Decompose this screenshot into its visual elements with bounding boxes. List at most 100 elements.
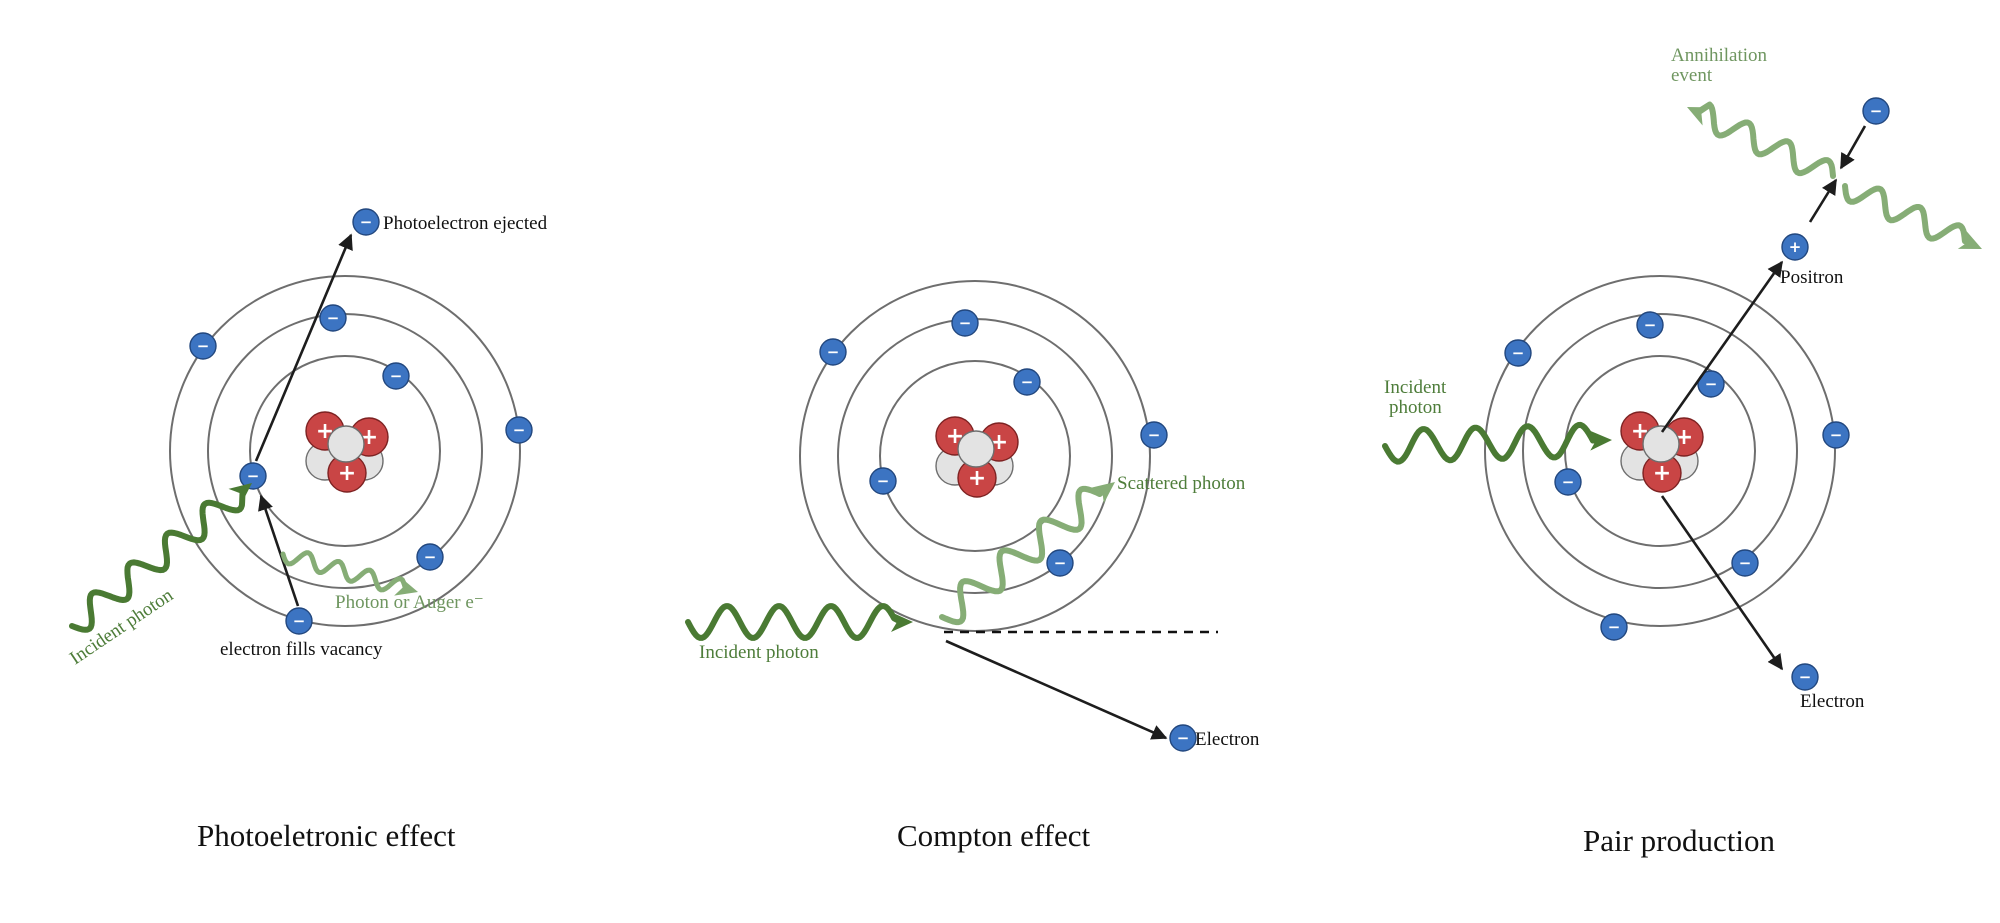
electron: − (239, 462, 267, 490)
nucleus: +++ (305, 411, 389, 493)
svg-text:−: − (1021, 373, 1034, 391)
svg-text:−: − (877, 472, 890, 490)
orbit (1484, 275, 1836, 627)
electron: − (819, 338, 847, 366)
atom: +++−−−−−−− (1484, 275, 1850, 641)
neutron (957, 430, 995, 468)
incident-photon-label-line1: Incident (1384, 377, 1447, 398)
annihilation-label-line1: Annihilation (1671, 45, 1768, 66)
svg-text:−: − (424, 548, 437, 566)
neutron (1642, 425, 1680, 463)
annihilation-photon-right (1842, 183, 1982, 249)
nucleus: +++ (935, 416, 1019, 498)
electron: − (1140, 421, 1168, 449)
orbit (1522, 313, 1798, 589)
svg-text:−: − (1644, 316, 1657, 334)
svg-text:−: − (1512, 344, 1525, 362)
proton: + (957, 458, 997, 498)
orbit (799, 280, 1151, 632)
electron: − (1862, 97, 1890, 125)
svg-text:−: − (293, 612, 306, 630)
svg-text:−: − (1054, 554, 1067, 572)
svg-text:−: − (1705, 375, 1718, 393)
svg-text:−: − (327, 309, 340, 327)
electron: − (1731, 549, 1759, 577)
electron: − (1554, 468, 1582, 496)
emitted-photon (280, 550, 418, 596)
proton: + (1642, 453, 1682, 493)
electron: − (189, 332, 217, 360)
svg-text:−: − (197, 337, 210, 355)
electron: − (1169, 724, 1197, 752)
electron: − (1046, 549, 1074, 577)
svg-text:−: − (390, 367, 403, 385)
electron: − (1791, 663, 1819, 691)
electron-label: Electron (1195, 729, 1260, 750)
electron: − (1636, 311, 1664, 339)
panel-compton: Incident photon Scattered photon Electro… (699, 473, 1260, 853)
caption-photoelectric: Photoeletronic effect (197, 818, 456, 853)
svg-text:−: − (1739, 554, 1752, 572)
annihilation-photon-left (1687, 101, 1836, 179)
incident-photon-label: Incident photon (699, 642, 819, 663)
electron: − (505, 416, 533, 444)
positron-label: Positron (1780, 267, 1844, 288)
annihilation-label-line2: event (1671, 65, 1713, 86)
vacancy-fill-arrow (258, 494, 300, 607)
svg-text:−: − (1870, 102, 1883, 120)
electron: − (1600, 613, 1628, 641)
electron: − (1697, 370, 1725, 398)
photons (69, 101, 1982, 641)
caption-compton: Compton effect (897, 818, 1091, 853)
orbit (249, 355, 441, 547)
electron: − (382, 362, 410, 390)
svg-text:−: − (959, 314, 972, 332)
incident-photon-label-line2: photon (1389, 397, 1442, 418)
svg-text:−: − (1799, 668, 1812, 686)
auger-photon-label: Photon or Auger e⁻ (335, 592, 484, 613)
svg-text:−: − (1830, 426, 1843, 444)
atoms: +++−−−−−−+++−−−−−−+++−−−−−−− (169, 275, 1850, 641)
electron: − (416, 543, 444, 571)
electron: − (352, 208, 380, 236)
panel-photoelectric: Photoelectron ejected Incident photon Ph… (66, 213, 548, 853)
svg-text:−: − (247, 467, 260, 485)
panel-pair-production: Incident photon Positron Electron Annihi… (1384, 45, 1865, 858)
incident-photon (685, 603, 913, 641)
svg-text:+: + (968, 466, 986, 491)
electron-to-annihilation-arrow (1839, 125, 1867, 170)
electron: − (285, 607, 313, 635)
svg-text:−: − (1608, 618, 1621, 636)
electron: − (1504, 339, 1532, 367)
free-particles: − − − + − − (285, 97, 1890, 752)
electron-arrow (1660, 495, 1784, 671)
electron: − (319, 304, 347, 332)
orbit (879, 360, 1071, 552)
svg-text:−: − (360, 213, 373, 231)
svg-text:−: − (1177, 729, 1190, 747)
orbit (169, 275, 521, 627)
svg-text:−: − (1148, 426, 1161, 444)
svg-text:+: + (1789, 238, 1802, 256)
svg-text:−: − (513, 421, 526, 439)
positron-to-annihilation-arrow (1808, 178, 1838, 223)
particle-tracks (254, 125, 1867, 740)
svg-text:−: − (827, 343, 840, 361)
electron: − (951, 309, 979, 337)
photoelectron-ejected-label: Photoelectron ejected (383, 213, 548, 234)
svg-text:+: + (338, 461, 356, 486)
electron: − (1013, 368, 1041, 396)
positron: + (1781, 233, 1809, 261)
electron: − (869, 467, 897, 495)
incident-photon (69, 483, 252, 633)
electron-recoil-arrow (945, 639, 1168, 740)
electron: − (1822, 421, 1850, 449)
nucleus: +++ (1620, 411, 1704, 493)
scattered-photon-label: Scattered photon (1117, 473, 1246, 494)
svg-text:−: − (1562, 473, 1575, 491)
svg-text:+: + (1653, 461, 1671, 486)
caption-pair-production: Pair production (1583, 823, 1775, 858)
ejection-arrow (254, 233, 353, 462)
atom: +++ − − − − − − (799, 280, 1168, 632)
